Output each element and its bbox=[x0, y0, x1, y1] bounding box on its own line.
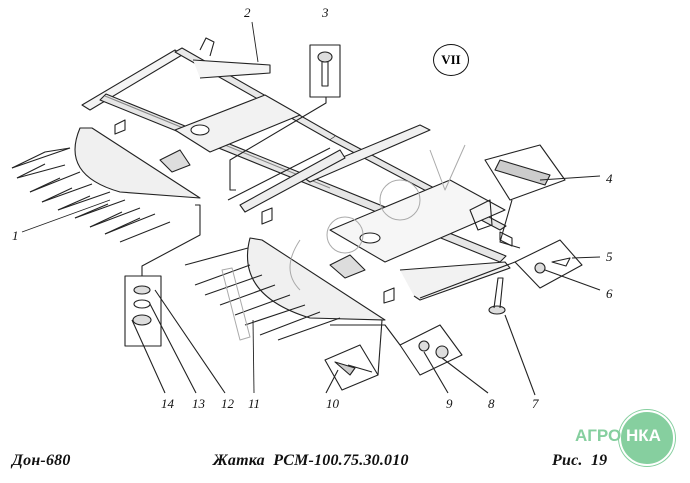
divider-plate-11 bbox=[184, 237, 386, 341]
callout-11: 11 bbox=[248, 396, 261, 411]
bolt-10-detail bbox=[324, 319, 383, 394]
callout-6: 6 bbox=[606, 286, 613, 301]
pin-4-detail bbox=[484, 144, 601, 249]
assembly-title: Жатка РСМ-100.75.30.010 bbox=[213, 452, 409, 469]
header-frame bbox=[81, 37, 513, 304]
callout-14: 14 bbox=[161, 396, 174, 411]
view-marker: VII bbox=[433, 44, 469, 76]
machine-model: Дон-680 bbox=[12, 452, 71, 469]
logo-text-left: АГРО bbox=[575, 426, 622, 445]
figure-number: Рис. 19 bbox=[552, 452, 608, 469]
callout-2: 2 bbox=[244, 5, 251, 20]
callout-9: 9 bbox=[446, 396, 453, 411]
callout-8: 8 bbox=[488, 396, 495, 411]
bolt-7 bbox=[488, 277, 536, 396]
callout-12: 12 bbox=[221, 396, 234, 411]
watermark bbox=[221, 144, 466, 341]
callout-10: 10 bbox=[326, 396, 339, 411]
divider-plate-1 bbox=[11, 127, 201, 243]
washer-pin-5-6-detail bbox=[419, 239, 601, 299]
leader-lines bbox=[21, 21, 259, 394]
callout-3: 3 bbox=[322, 5, 329, 20]
logo-circle bbox=[619, 410, 675, 466]
callout-1: 1 bbox=[12, 228, 19, 243]
callout-4: 4 bbox=[606, 171, 613, 186]
bolt-3-detail bbox=[229, 44, 341, 191]
callout-7: 7 bbox=[532, 396, 539, 411]
washer-nut-12-14-detail bbox=[124, 204, 226, 394]
callout-13: 13 bbox=[192, 396, 205, 411]
nut-washer-8-9-detail bbox=[330, 324, 489, 394]
logo-text-right: НКА bbox=[626, 426, 661, 445]
callout-5: 5 bbox=[606, 249, 613, 264]
agronka-logo: АГРО НКА bbox=[575, 408, 675, 466]
